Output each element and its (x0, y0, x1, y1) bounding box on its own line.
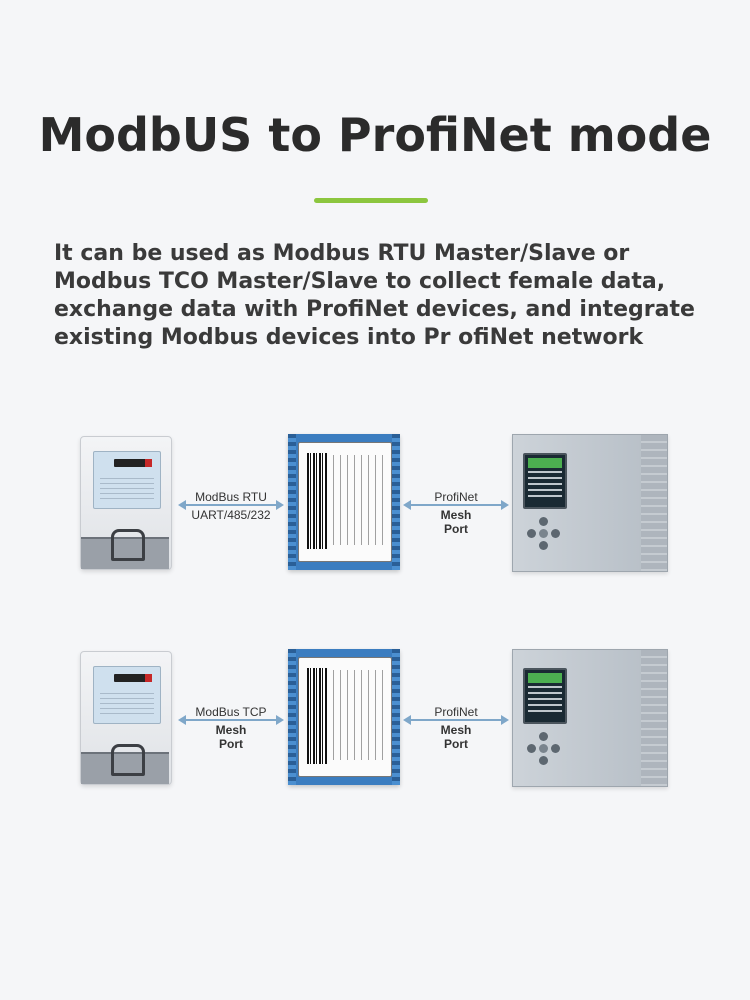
plc-keypad (527, 732, 561, 766)
meter-counter (114, 459, 152, 467)
meter-terminal (111, 744, 145, 776)
meter-label-lines (100, 478, 154, 500)
link-profinet: ProfiNet Mesh Port (403, 705, 509, 751)
plc-vent (641, 435, 667, 571)
plc-vent (641, 650, 667, 786)
gateway-label-text (333, 455, 383, 545)
meter-display (93, 451, 161, 509)
link-label-line1: ModBus RTU (195, 490, 267, 504)
plc-screen (523, 668, 567, 724)
link-label-line1: ModBus TCP (195, 705, 267, 719)
link-profinet: ProfiNet Mesh Port (403, 490, 509, 536)
link-label-line2: Mesh (440, 723, 472, 737)
energy-meter-icon (80, 651, 172, 785)
link-modbus-rtu: ModBus RTU UART/485/232 (178, 490, 284, 522)
plc-keypad (527, 517, 561, 551)
gateway-label (298, 657, 392, 777)
link-label-line3: Port (444, 522, 468, 536)
double-arrow-icon (403, 500, 509, 510)
accent-bar (314, 198, 428, 203)
plc-screen (523, 453, 567, 509)
link-label-line3: Port (219, 737, 243, 751)
page-title: ModbUS to ProfiNet mode (38, 108, 712, 162)
barcode (307, 668, 327, 764)
diagram-row-1: ModBus RTU UART/485/232 ProfiNet Mesh Po… (0, 428, 750, 588)
gateway-module-icon (288, 434, 400, 570)
double-arrow-icon (178, 500, 284, 510)
gateway-module-icon (288, 649, 400, 785)
meter-terminal (111, 529, 145, 561)
link-label-line2: Mesh (215, 723, 247, 737)
link-label-line2: UART/485/232 (191, 508, 271, 522)
link-modbus-tcp: ModBus TCP Mesh Port (178, 705, 284, 751)
meter-base (81, 537, 169, 569)
meter-base (81, 752, 169, 784)
link-label-line1: ProfiNet (434, 705, 478, 719)
meter-counter (114, 674, 152, 682)
link-label-line1: ProfiNet (434, 490, 478, 504)
plc-controller-icon (512, 434, 668, 572)
gateway-label (298, 442, 392, 562)
link-label-line2: Mesh (440, 508, 472, 522)
plc-controller-icon (512, 649, 668, 787)
barcode (307, 453, 327, 549)
meter-label-lines (100, 693, 154, 715)
meter-display (93, 666, 161, 724)
diagram-row-2: ModBus TCP Mesh Port ProfiNet Mesh Port (0, 643, 750, 803)
double-arrow-icon (178, 715, 284, 725)
gateway-label-text (333, 670, 383, 760)
double-arrow-icon (403, 715, 509, 725)
energy-meter-icon (80, 436, 172, 570)
link-label-line3: Port (444, 737, 468, 751)
description-text: It can be used as Modbus RTU Master/Slav… (54, 241, 695, 350)
